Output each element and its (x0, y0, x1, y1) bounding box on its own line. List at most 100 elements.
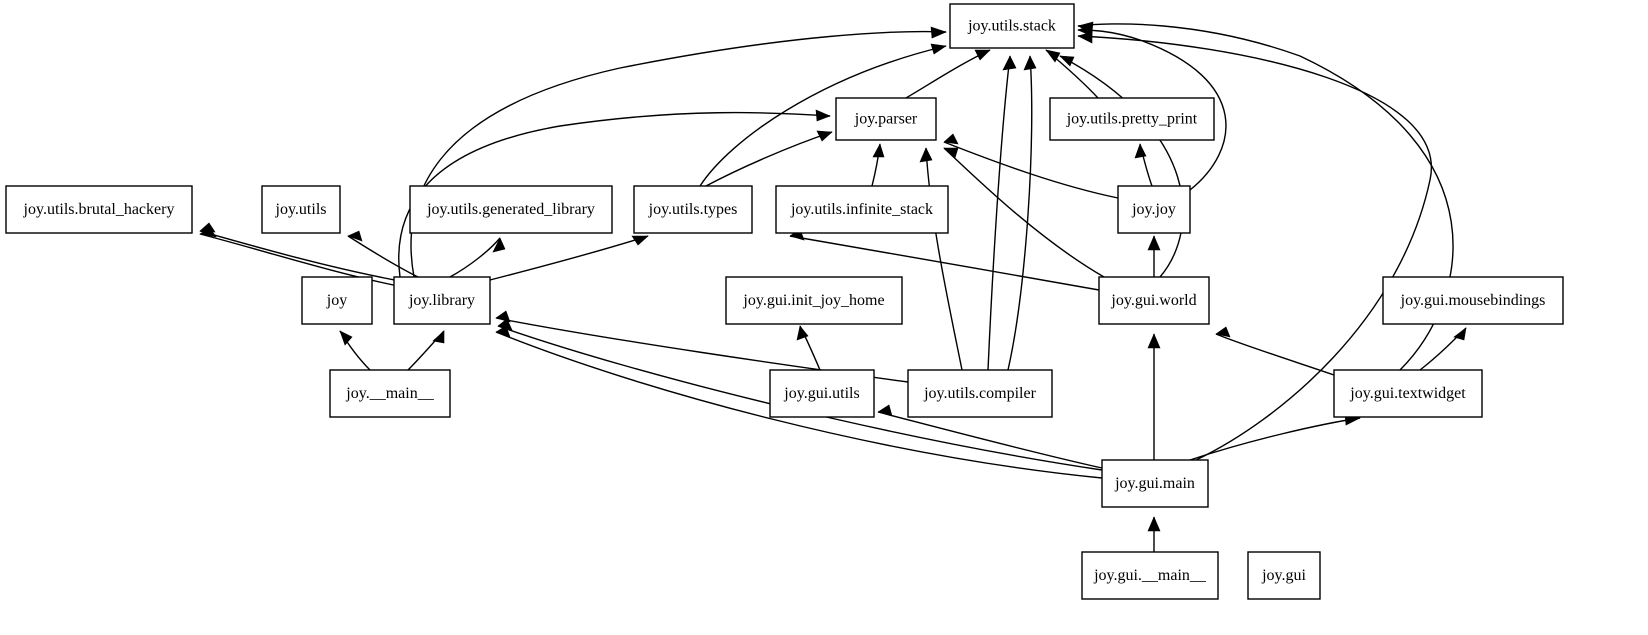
node-joy.gui[interactable]: joy.gui (1247, 551, 1321, 600)
edge-compiler-to-stack-a (987, 55, 1011, 371)
node-box[interactable] (1101, 459, 1209, 508)
node-label: joy.utils.stack (967, 18, 1056, 35)
node-box[interactable] (769, 369, 875, 418)
node-joy.__main__[interactable]: joy.__main__ (329, 369, 451, 418)
arrowhead-library-to-types (631, 235, 649, 246)
node-joy.gui.utils[interactable]: joy.gui.utils (769, 369, 875, 418)
node-label: joy.__main__ (345, 385, 434, 402)
node-box[interactable] (1333, 369, 1483, 418)
edge-library-to-parser (398, 111, 831, 278)
edge-compiler-to-parser (925, 147, 963, 371)
node-box[interactable] (1117, 185, 1191, 234)
node-box[interactable] (393, 276, 491, 325)
arrowhead-gui__main__-to-guimain (1147, 516, 1161, 532)
arrowhead-compiler-to-stack-a (1002, 55, 1017, 71)
node-joy.gui.world[interactable]: joy.gui.world (1098, 276, 1210, 325)
node-joy.utils[interactable]: joy.utils (261, 185, 341, 234)
node-joy.gui.textwidget[interactable]: joy.gui.textwidget (1333, 369, 1483, 418)
edge-types-to-parser (705, 131, 833, 187)
arrowhead-mainjoy-to-joy (339, 330, 353, 346)
node-label: joy.joy (1131, 201, 1176, 218)
edge-types-to-stack (699, 45, 947, 187)
node-box[interactable] (835, 97, 937, 141)
arrowhead-library-to-generated (492, 237, 506, 253)
node-label: joy.utils (275, 201, 327, 218)
node-label: joy.gui.mousebindings (1400, 292, 1546, 309)
node-joy.utils.types[interactable]: joy.utils.types (633, 185, 753, 234)
node-joy.joy[interactable]: joy.joy (1117, 185, 1191, 234)
node-box[interactable] (261, 185, 341, 234)
arrowhead-mainjoy-to-library (432, 330, 445, 344)
node-joy.gui.mousebindings[interactable]: joy.gui.mousebindings (1382, 276, 1564, 325)
node-label: joy.utils.types (648, 201, 738, 218)
node-label: joy.utils.brutal_hackery (23, 201, 175, 218)
edge-compiler-to-stack-b (1007, 55, 1033, 371)
arrowhead-joy.joy-to-pretty (1134, 143, 1147, 159)
node-box[interactable] (1382, 276, 1564, 325)
arrowhead-types-to-parser (816, 130, 833, 142)
edge-library-to-utils (347, 235, 419, 278)
edge-library-to-brutal_hackery (199, 230, 401, 282)
arrowhead-compiler-to-stack-b (1023, 55, 1037, 71)
arrowhead-guimain-to-guiutils (877, 404, 893, 417)
node-box[interactable] (725, 276, 903, 325)
edge-joy-to-brutal_hackery (199, 233, 399, 287)
arrowhead-library-to-parser (815, 109, 831, 122)
node-label: joy.utils.generated_library (426, 201, 595, 218)
arrowhead-textwidget-to-world (1215, 326, 1231, 338)
node-joy.utils.infinite_stack[interactable]: joy.utils.infinite_stack (775, 185, 949, 234)
node-box[interactable] (5, 185, 193, 234)
node-label: joy.utils.pretty_print (1066, 111, 1198, 128)
arrowhead-joy-to-brutal_hackery (199, 227, 217, 238)
node-label: joy.gui.main (1114, 475, 1195, 492)
edge-textwidget-to-world (1215, 333, 1335, 376)
edge-joy.joy-to-stack (1077, 29, 1227, 191)
node-box[interactable] (949, 3, 1075, 49)
node-label: joy.utils.infinite_stack (790, 201, 933, 218)
edge-library-to-generated (449, 237, 501, 278)
node-joy.parser[interactable]: joy.parser (835, 97, 937, 141)
arrowhead-textwidget-to-mousebindings (1453, 327, 1467, 341)
node-joy.gui.__main__[interactable]: joy.gui.__main__ (1081, 551, 1219, 600)
node-label: joy.gui.textwidget (1349, 385, 1466, 402)
node-joy.gui.init_joy_home[interactable]: joy.gui.init_joy_home (725, 276, 903, 325)
node-joy.utils.generated_library[interactable]: joy.utils.generated_library (409, 185, 613, 234)
arrowhead-library-to-stack (930, 26, 947, 39)
node-label: joy.gui.world (1110, 292, 1196, 309)
edge-guimain-to-stack (1077, 35, 1433, 461)
arrowhead-pretty-to-stack (1045, 49, 1061, 63)
node-box[interactable] (633, 185, 753, 234)
node-box[interactable] (1098, 276, 1210, 325)
arrowhead-joy.joy-to-parser (943, 133, 959, 145)
node-label: joy (326, 292, 347, 309)
node-box[interactable] (301, 276, 373, 325)
node-joy.gui.main[interactable]: joy.gui.main (1101, 459, 1209, 508)
arrowhead-guiutils-to-init_joy_home (796, 325, 809, 341)
node-joy.utils.brutal_hackery[interactable]: joy.utils.brutal_hackery (5, 185, 193, 234)
edge-guimain-to-library-b (495, 331, 1103, 479)
node-joy.library[interactable]: joy.library (393, 276, 491, 325)
node-joy.utils.pretty_print[interactable]: joy.utils.pretty_print (1049, 97, 1215, 141)
node-label: joy.library (408, 292, 475, 309)
node-label: joy.gui.utils (783, 385, 859, 402)
edge-guimain-to-textwidget (1189, 417, 1361, 461)
node-joy[interactable]: joy (301, 276, 373, 325)
node-box[interactable] (775, 185, 949, 234)
node-box[interactable] (907, 369, 1053, 418)
edge-library-to-types (489, 235, 649, 281)
node-box[interactable] (329, 369, 451, 418)
node-box[interactable] (409, 185, 613, 234)
node-joy.utils.compiler[interactable]: joy.utils.compiler (907, 369, 1053, 418)
arrowhead-library-to-utils (347, 230, 363, 242)
arrowhead-compiler-to-parser (919, 147, 933, 163)
edge-world-to-stack (1059, 55, 1184, 278)
edge-guimain-to-guiutils (877, 411, 1103, 469)
node-label: joy.gui (1261, 567, 1306, 584)
node-joy.utils.stack[interactable]: joy.utils.stack (949, 3, 1075, 49)
node-box[interactable] (1049, 97, 1215, 141)
edge-parser-to-stack (905, 49, 991, 99)
node-box[interactable] (1247, 551, 1321, 600)
node-box[interactable] (1081, 551, 1219, 600)
